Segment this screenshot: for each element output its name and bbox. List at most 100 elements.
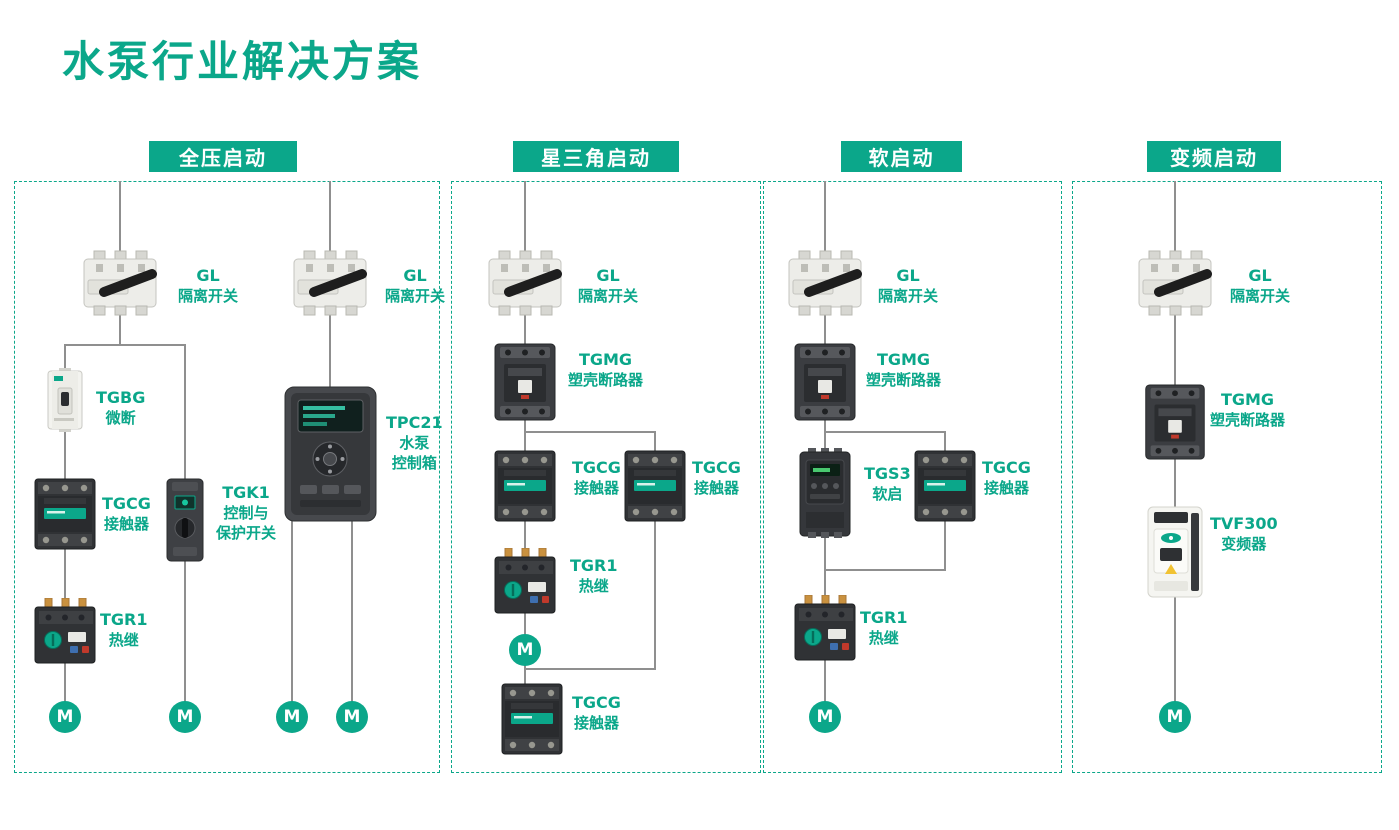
label-tgr1: TGR1 热继 — [860, 608, 908, 648]
motor-label: M — [283, 707, 301, 727]
motor-circle: M — [809, 701, 841, 733]
tgcg-contactor-image — [34, 478, 96, 550]
label-desc: 隔离开关 — [878, 287, 939, 305]
tgr1-thermal-relay-image — [794, 595, 856, 661]
label-model: GL — [596, 266, 620, 285]
motor-label: M — [816, 707, 834, 727]
wire — [824, 431, 946, 433]
label-desc: 隔离开关 — [1230, 287, 1291, 305]
label-model: TGBG — [96, 388, 146, 407]
tgcg-contactor-image — [624, 450, 686, 522]
label-model: TVF300 — [1210, 514, 1278, 533]
gl-isolator-switch-image — [487, 250, 563, 316]
motor-circle: M — [336, 701, 368, 733]
label-desc: 变频器 — [1221, 535, 1267, 553]
label-model: TGCG — [692, 458, 741, 477]
label-desc: 热继 — [578, 577, 609, 595]
gl-isolator-switch-image — [1137, 250, 1213, 316]
label-tgcg-right: TGCG 接触器 — [692, 458, 741, 498]
gl-isolator-switch-image — [787, 250, 863, 316]
label-model: TGCG — [982, 458, 1031, 477]
wire — [64, 344, 186, 346]
label-tgk1: TGK1 控制与 保护开关 — [216, 483, 276, 543]
panel-vfd-start — [1072, 181, 1382, 773]
label-model: TGMG — [1220, 390, 1275, 409]
label-tgcg: TGCG 接触器 — [102, 494, 151, 534]
label-model: GL — [403, 266, 427, 285]
wire — [524, 431, 656, 433]
label-model: TGCG — [102, 494, 151, 513]
wire — [291, 510, 293, 704]
label-gl: GL 隔离开关 — [878, 266, 938, 306]
label-desc: 软启 — [872, 485, 903, 503]
badge-vfd-start: 变频启动 — [1147, 141, 1281, 172]
label-desc: 塑壳断路器 — [568, 371, 644, 389]
motor-label: M — [516, 640, 534, 660]
panel-soft-start — [763, 181, 1062, 773]
label-desc: 塑壳断路器 — [1210, 411, 1286, 429]
label-desc: 塑壳断路器 — [866, 371, 942, 389]
tgmg-mccb-image — [494, 342, 556, 422]
motor-label: M — [1166, 707, 1184, 727]
tgs3-soft-starter-image — [799, 448, 851, 540]
tgcg-contactor-image — [914, 450, 976, 522]
motor-circle: M — [1159, 701, 1191, 733]
tgr1-thermal-relay-image — [34, 598, 96, 664]
label-model: TGR1 — [570, 556, 618, 575]
label-desc: 接触器 — [983, 479, 1029, 497]
label-gl: GL 隔离开关 — [578, 266, 638, 306]
label-tgcg-bottom: TGCG 接触器 — [572, 693, 621, 733]
label-model: TPC21 — [386, 413, 443, 432]
label-desc: 接触器 — [693, 479, 739, 497]
gl-isolator-switch-image — [292, 250, 368, 316]
label-desc: 热继 — [868, 629, 899, 647]
tgmg-mccb-image — [1144, 383, 1206, 461]
panel-star-delta-start — [451, 181, 761, 773]
motor-circle: M — [49, 701, 81, 733]
label-tgs3: TGS3 软启 — [864, 464, 911, 504]
label-desc: 接触器 — [103, 515, 149, 533]
wire — [824, 431, 826, 704]
label-gl-left: GL 隔离开关 — [178, 266, 238, 306]
wire — [824, 569, 946, 571]
page-title: 水泵行业解决方案 — [62, 37, 423, 86]
badge-full-voltage-start: 全压启动 — [149, 141, 297, 172]
label-model: TGR1 — [100, 610, 148, 629]
motor-circle: M — [509, 634, 541, 666]
panel-full-voltage-start — [14, 181, 440, 773]
label-model: GL — [896, 266, 920, 285]
tvf300-inverter-image — [1147, 505, 1203, 599]
motor-circle: M — [169, 701, 201, 733]
label-model: TGK1 — [222, 483, 270, 502]
tgcg-contactor-image — [494, 450, 556, 522]
tgk1-control-switch-image — [165, 477, 205, 563]
tgmg-mccb-image — [794, 342, 856, 422]
label-tgcg-main: TGCG 接触器 — [572, 458, 621, 498]
label-gl: GL 隔离开关 — [1230, 266, 1290, 306]
label-desc: 接触器 — [573, 714, 619, 732]
motor-circle: M — [276, 701, 308, 733]
label-tgmg: TGMG 塑壳断路器 — [866, 350, 941, 390]
label-desc: 微断 — [105, 409, 136, 427]
label-model: TGR1 — [860, 608, 908, 627]
motor-label: M — [56, 707, 74, 727]
label-tgmg: TGMG 塑壳断路器 — [568, 350, 643, 390]
label-desc: 隔离开关 — [578, 287, 639, 305]
label-desc: 隔离开关 — [385, 287, 446, 305]
label-desc: 接触器 — [573, 479, 619, 497]
motor-label: M — [176, 707, 194, 727]
label-desc: 隔离开关 — [178, 287, 239, 305]
label-model: TGMG — [578, 350, 633, 369]
tgr1-thermal-relay-image — [494, 548, 556, 614]
label-model: TGMG — [876, 350, 931, 369]
label-model: TGCG — [572, 693, 621, 712]
label-tgr1: TGR1 热继 — [570, 556, 618, 596]
badge-star-delta-start: 星三角启动 — [513, 141, 679, 172]
label-model: TGCG — [572, 458, 621, 477]
wire — [351, 510, 353, 704]
tpc21-pump-control-box-image — [283, 385, 378, 523]
label-tpc21: TPC21 水泵 控制箱 — [386, 413, 443, 473]
label-desc: 保护开关 — [216, 524, 277, 542]
label-tvf300: TVF300 变频器 — [1210, 514, 1278, 554]
